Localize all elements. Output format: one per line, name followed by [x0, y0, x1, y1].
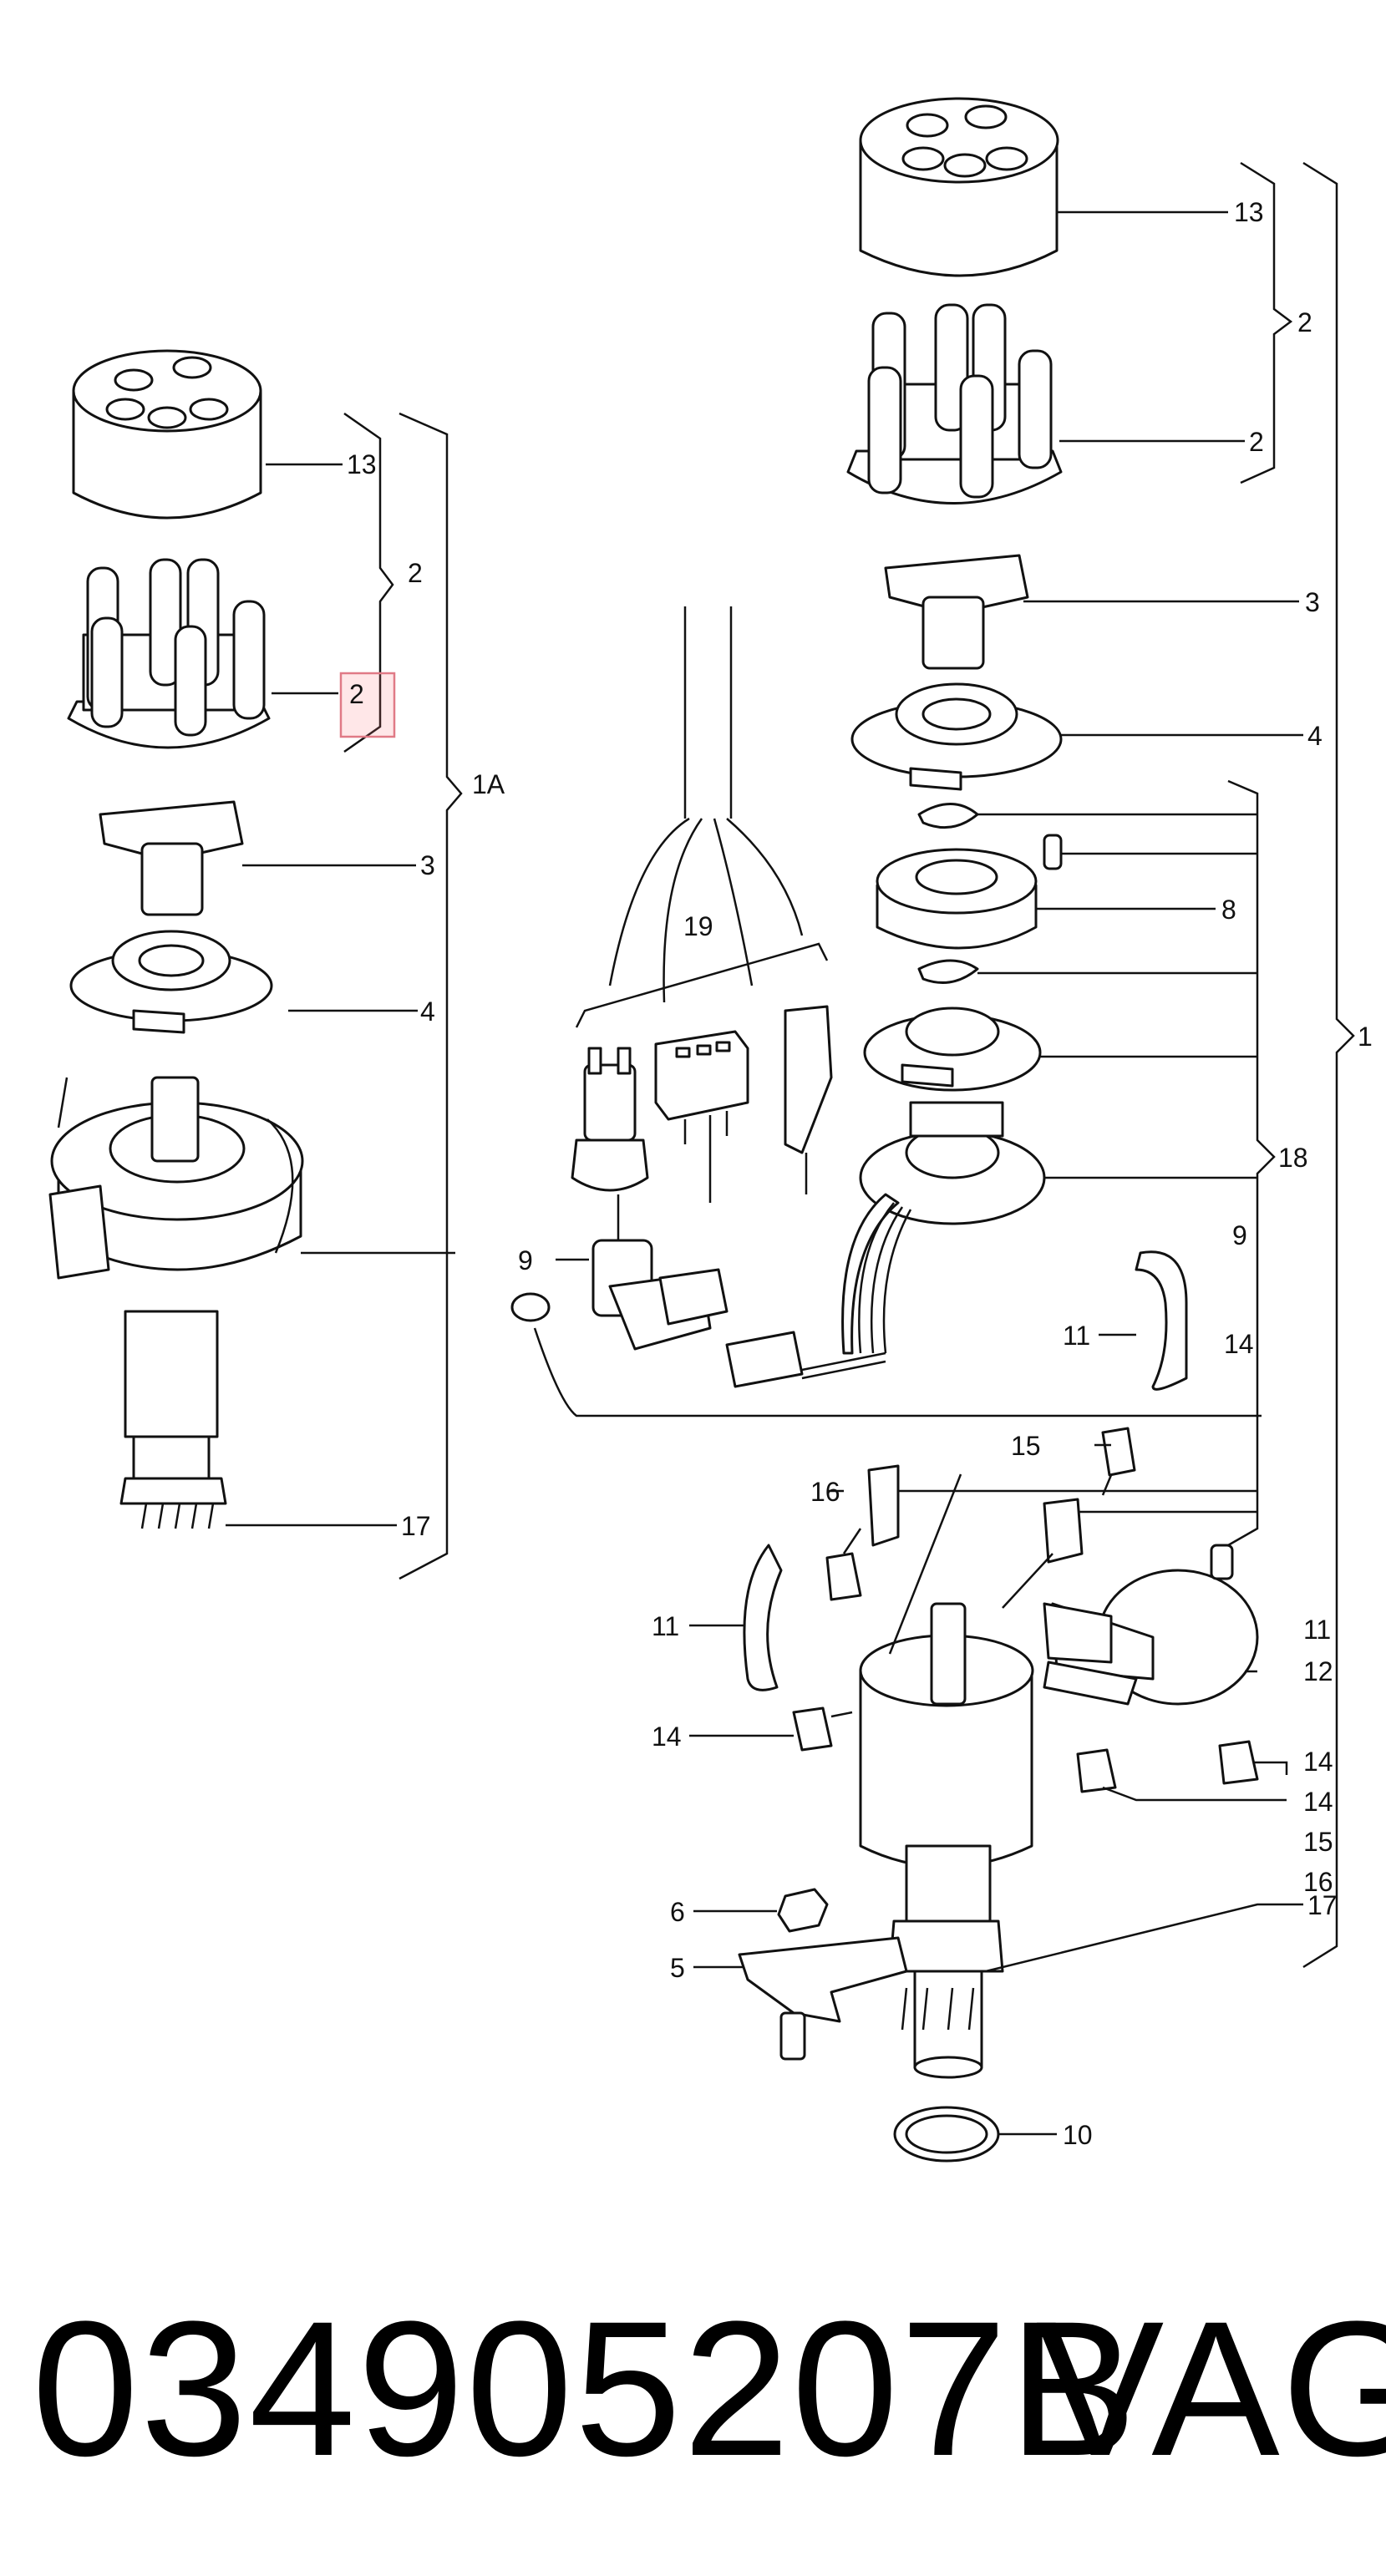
callout-6: 6	[670, 1897, 685, 1927]
callout-16-center: 16	[810, 1477, 840, 1507]
plug-connector	[571, 1047, 649, 1192]
screw-16	[825, 1528, 862, 1601]
part-number: 034905207B	[32, 2281, 1139, 2496]
callout-5: 5	[670, 1953, 685, 1983]
callout-3-left: 3	[420, 850, 435, 880]
callout-17-right: 17	[1307, 1890, 1338, 1920]
callout-15-right: 15	[1303, 1827, 1333, 1857]
cap-cover-13-left	[72, 349, 262, 520]
callout-14-center: 14	[652, 1722, 682, 1752]
distributor-body-1a	[48, 1076, 304, 1529]
callout-highlight-box	[339, 672, 396, 738]
callout-8: 8	[1221, 895, 1236, 925]
callout-11-right: 11	[1303, 1615, 1331, 1645]
shield-4-right	[850, 682, 1063, 791]
callout-1a: 1A	[472, 769, 505, 799]
bracket-left	[867, 1464, 900, 1547]
callout-labels: 13 2 2 1A 3 4 17 13 2 2 3 4 8 18 9 14 11…	[347, 197, 1373, 2150]
callout-14-right-a: 14	[1303, 1747, 1333, 1777]
callout-4-right: 4	[1307, 721, 1323, 751]
callout-13-left: 13	[347, 449, 377, 479]
screw-14-right	[1218, 1740, 1259, 1785]
circlip-lower	[917, 959, 979, 984]
callout-12: 12	[1303, 1656, 1333, 1686]
callout-1: 1	[1358, 1022, 1373, 1052]
rotor-3-left	[99, 800, 244, 916]
exploded-parts-diagram: 13 2 2 1A 3 4 17 13 2 2 3 4 8 18 9 14 11…	[48, 97, 1373, 2163]
callout-10: 10	[1063, 2120, 1093, 2150]
nut-6	[777, 1888, 829, 1933]
right-assembly	[689, 97, 1355, 2163]
vacuum-unit-12	[1043, 1544, 1259, 1706]
callout-2-left-cap: 2	[349, 679, 364, 709]
callout-2-right-cap: 2	[1249, 427, 1264, 457]
callout-2-right-bracket: 2	[1297, 307, 1312, 337]
clip-11-center	[743, 1544, 783, 1691]
clip-11-right	[1135, 1250, 1188, 1391]
callout-9-right: 9	[1232, 1220, 1247, 1250]
callout-14-right-list: 14	[1224, 1329, 1254, 1359]
circlip-upper	[917, 803, 979, 829]
seal-ring-10	[893, 2106, 1000, 2163]
shield-4-left	[69, 930, 273, 1034]
distributor-cap-2-left	[67, 558, 271, 749]
pin	[1043, 834, 1063, 870]
callout-4-left: 4	[420, 996, 435, 1027]
terminal-connector	[784, 1005, 833, 1154]
brand-name: VAG	[1036, 2281, 1386, 2496]
callout-11-center: 11	[652, 1611, 679, 1641]
callout-3-right: 3	[1305, 587, 1320, 617]
callout-19: 19	[683, 911, 713, 941]
center-wiring-assembly	[510, 606, 1262, 1417]
caption-bar: 034905207B VAG	[0, 2255, 1386, 2576]
spring	[779, 2011, 806, 2061]
connector-housing-9	[510, 1239, 804, 1388]
left-assembly	[48, 349, 463, 1580]
callout-11-right-clip: 11	[1063, 1321, 1090, 1351]
hall-sender	[801, 1101, 1046, 1380]
cap-cover-13-right	[859, 97, 1059, 277]
distributor-cap-2-right	[846, 303, 1063, 505]
callout-17-left: 17	[401, 1511, 431, 1541]
block-connector	[654, 1030, 749, 1144]
clamp-plate-5	[738, 1936, 908, 2023]
callout-16-right: 16	[1303, 1867, 1333, 1897]
screw-15	[1101, 1427, 1136, 1496]
callout-2-left-bracket: 2	[408, 558, 423, 588]
screw-14-left	[792, 1706, 853, 1752]
bracket-right	[1043, 1498, 1084, 1564]
screw-14-lower	[1076, 1748, 1117, 1793]
distributor-housing-1	[859, 1602, 1034, 2079]
trigger-wheel	[863, 1007, 1042, 1092]
callout-9-center: 9	[518, 1245, 533, 1275]
callout-15-center: 15	[1011, 1431, 1041, 1461]
rotor-3-right	[884, 554, 1029, 670]
callout-14-right-b: 14	[1303, 1787, 1333, 1817]
callout-13-right: 13	[1234, 197, 1264, 227]
bearing-plate-8	[876, 848, 1038, 950]
callout-18: 18	[1278, 1143, 1308, 1173]
